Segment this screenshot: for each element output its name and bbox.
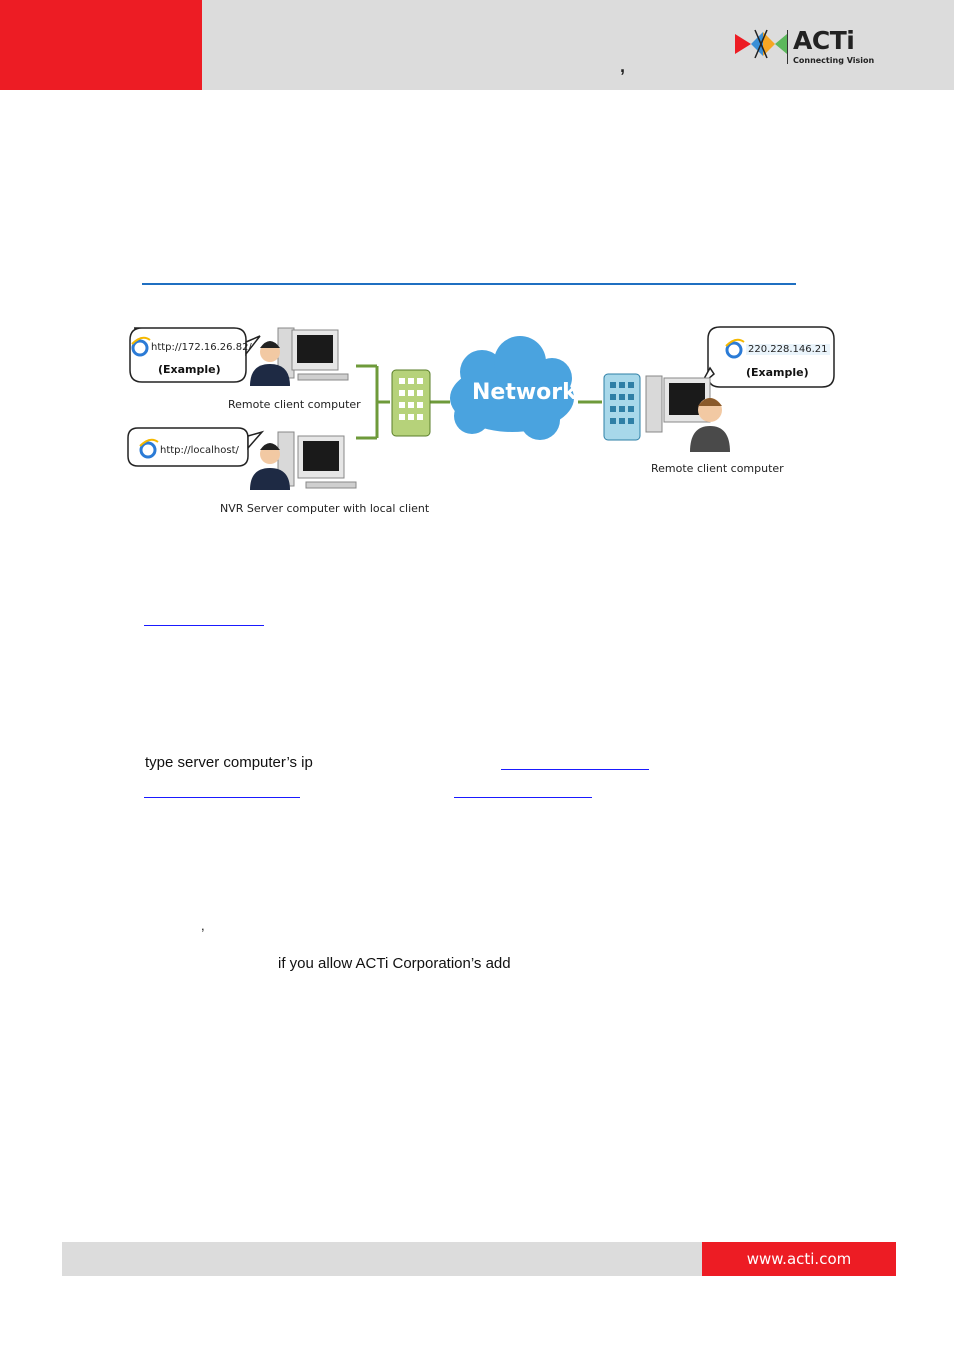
header-comma: , bbox=[620, 56, 625, 77]
remote-client-2-url: 220.228.146.21 bbox=[746, 344, 830, 355]
network-diagram: http://172.16.26.82/ (Example) Remote cl… bbox=[120, 320, 850, 525]
page-header: , ACTi Connecting Vision bbox=[0, 0, 954, 90]
body-text-line-1: type server computer’s ip bbox=[145, 754, 313, 771]
remote-client-1-label: Remote client computer bbox=[228, 398, 361, 411]
building-right-icon bbox=[604, 374, 640, 440]
logo-tagline: Connecting Vision bbox=[793, 56, 874, 65]
butterfly-logo-icon bbox=[733, 28, 789, 64]
local-client-url: http://localhost/ bbox=[160, 445, 239, 456]
section-divider bbox=[142, 283, 796, 285]
hyperlink-underline-3[interactable] bbox=[144, 797, 300, 798]
hyperlink-underline-4[interactable] bbox=[454, 797, 592, 798]
footer-bar bbox=[62, 1242, 702, 1276]
hyperlink-underline-2[interactable] bbox=[501, 769, 649, 770]
body-text-line-3: if you allow ACTi Corporation’s add bbox=[278, 955, 511, 972]
network-label: Network bbox=[472, 380, 577, 405]
remote-client-icon-1 bbox=[250, 328, 348, 386]
logo-divider bbox=[787, 30, 788, 64]
building-left-icon bbox=[392, 370, 430, 436]
header-red-block bbox=[0, 0, 202, 90]
remote-client-2-label: Remote client computer bbox=[651, 462, 784, 475]
local-client-label: NVR Server computer with local client bbox=[220, 502, 429, 515]
acti-logo: ACTi Connecting Vision bbox=[733, 28, 873, 68]
local-client-icon bbox=[250, 432, 356, 490]
logo-text: ACTi bbox=[793, 26, 854, 55]
footer-website-link[interactable]: www.acti.com bbox=[702, 1242, 896, 1276]
remote-client-1-url: http://172.16.26.82/ bbox=[151, 342, 252, 353]
hyperlink-underline-1[interactable] bbox=[144, 625, 264, 626]
remote-client-1-example: (Example) bbox=[158, 363, 221, 376]
body-text-comma: , bbox=[201, 918, 205, 933]
remote-client-2-example: (Example) bbox=[746, 366, 809, 379]
